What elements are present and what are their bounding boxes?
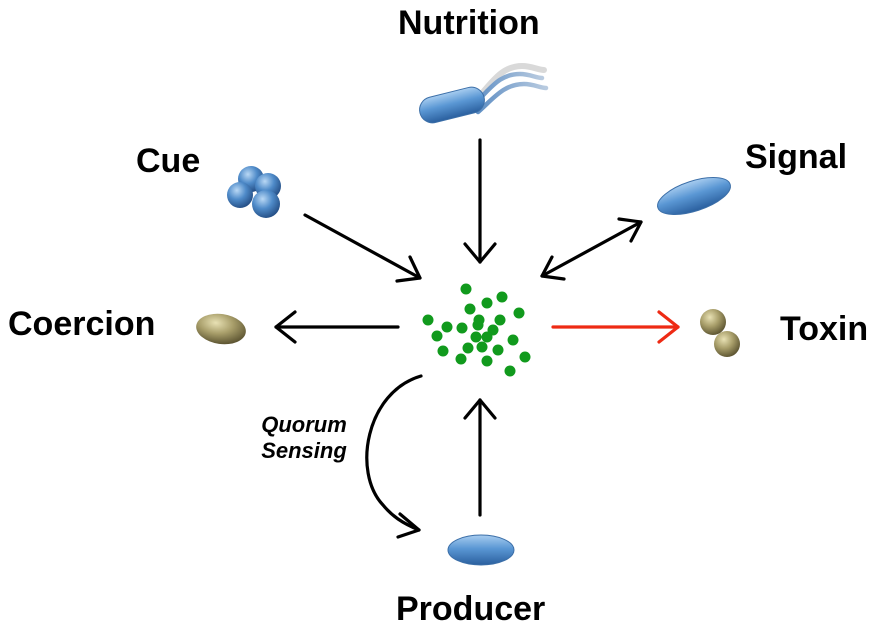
label-cue: Cue: [136, 142, 201, 180]
cocci-cluster-icon: [227, 166, 281, 218]
quorum-line-2: Sensing: [261, 438, 347, 463]
signal-molecule-dot: [481, 331, 493, 343]
arrow-center-to-coercion: [274, 310, 400, 344]
label-toxin: Toxin: [780, 310, 869, 348]
tan-cell-icon: [196, 313, 246, 345]
signal-molecule-dot: [456, 322, 468, 334]
arrow-cue-to-center: [303, 213, 422, 283]
signal-molecule-dot: [496, 291, 508, 303]
diplococcus-icon: [700, 309, 740, 357]
arrow-center-to-toxin: [551, 310, 680, 344]
producer-oval-cell-icon: [447, 534, 515, 566]
label-signal: Signal: [745, 138, 848, 176]
label-coercion: Coercion: [8, 305, 156, 343]
signal-molecule-dot: [513, 307, 525, 319]
signal-molecule-dot: [460, 283, 472, 295]
signal-molecule-dot: [494, 314, 506, 326]
signal-molecule-dot: [481, 297, 493, 309]
signal-molecule-dot: [422, 314, 434, 326]
rod-bacterium-with-flagellum-icon: [419, 62, 549, 124]
signal-molecule-dot: [507, 334, 519, 346]
arrow-signal-center-bidirectional: [540, 217, 643, 281]
signal-molecule-dot: [476, 341, 488, 353]
signal-oval-cell-icon: [657, 177, 731, 215]
label-quorum-sensing: Quorum Sensing: [240, 412, 368, 464]
signal-molecule-dot: [504, 365, 516, 377]
label-producer: Producer: [396, 590, 546, 628]
signal-molecule-dot: [437, 345, 449, 357]
arrow-nutrition-to-center: [463, 138, 497, 264]
signal-molecule-dot: [464, 303, 476, 315]
signal-molecule-dot: [481, 355, 493, 367]
quorum-line-1: Quorum: [261, 412, 347, 437]
signal-molecule-dot: [473, 314, 485, 326]
signal-molecule-dot: [441, 321, 453, 333]
arrows: [274, 138, 680, 539]
signal-molecule-dot: [470, 331, 482, 343]
signal-molecule-cluster: [422, 283, 531, 377]
arrow-producer-to-center: [463, 398, 497, 517]
signal-molecule-dot: [519, 351, 531, 363]
signal-molecule-dot: [462, 342, 474, 354]
signal-molecule-dot: [492, 344, 504, 356]
signal-molecule-dot: [455, 353, 467, 365]
label-nutrition: Nutrition: [398, 4, 540, 42]
signal-molecule-dot: [431, 330, 443, 342]
arrow-quorum-sensing: [365, 374, 423, 539]
